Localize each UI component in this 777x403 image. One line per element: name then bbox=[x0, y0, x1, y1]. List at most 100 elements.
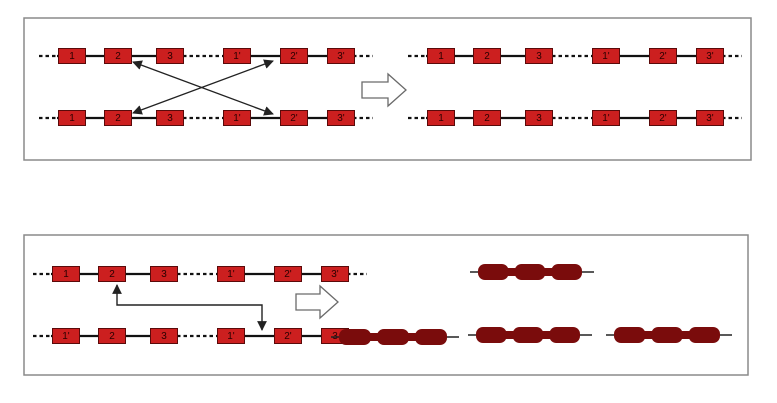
gene-label: 3' bbox=[337, 51, 345, 62]
gene-label: 3 bbox=[167, 51, 173, 62]
gene-box bbox=[98, 266, 126, 282]
gene-label: 2 bbox=[109, 269, 115, 280]
product-linker bbox=[369, 333, 379, 341]
gene-label: 2' bbox=[659, 113, 667, 124]
gene-label: 2 bbox=[115, 51, 121, 62]
product-gene-blob bbox=[614, 327, 646, 343]
gene-box bbox=[280, 110, 308, 126]
product-gene-blob bbox=[514, 264, 546, 280]
gene-label: 3 bbox=[536, 113, 542, 124]
product-gene-blob bbox=[688, 327, 720, 343]
chromosome-row: 1 2 3 1' 2' 3' bbox=[33, 266, 367, 282]
product-linker bbox=[541, 331, 552, 339]
process-arrow-top bbox=[361, 72, 407, 108]
gene-label: 3 bbox=[167, 113, 173, 124]
gene-box bbox=[327, 48, 355, 64]
product-gene-blob bbox=[651, 327, 683, 343]
gene-box bbox=[473, 48, 501, 64]
gene-box bbox=[427, 48, 455, 64]
process-arrow-bottom bbox=[295, 284, 339, 320]
gene-label: 1' bbox=[62, 331, 70, 342]
gene-label: 2' bbox=[290, 113, 298, 124]
product-gene-blob bbox=[377, 329, 409, 345]
gene-box bbox=[104, 110, 132, 126]
gene-label: 2' bbox=[284, 269, 292, 280]
gene-label: 1 bbox=[63, 269, 69, 280]
gene-box bbox=[321, 266, 349, 282]
gene-box bbox=[98, 328, 126, 344]
product-chromosome bbox=[606, 327, 732, 343]
gene-box bbox=[104, 48, 132, 64]
gene-box bbox=[696, 110, 724, 126]
gene-box bbox=[327, 110, 355, 126]
gene-box bbox=[525, 48, 553, 64]
gene-box bbox=[274, 266, 302, 282]
chromosome-row: 1 2 3 1' 2' 3' bbox=[39, 110, 373, 126]
gene-label: 3' bbox=[331, 269, 339, 280]
gene-box bbox=[52, 328, 80, 344]
gene-box bbox=[280, 48, 308, 64]
unequal-crossover-connector bbox=[112, 284, 267, 331]
product-chromosome bbox=[470, 264, 594, 280]
recombinant-products bbox=[331, 264, 732, 345]
product-linker bbox=[407, 333, 417, 341]
product-chromosome bbox=[331, 329, 459, 345]
crossover-arrow-2 bbox=[132, 59, 274, 115]
gene-label: 3' bbox=[706, 113, 714, 124]
top-panel-after-exchange: 1 2 3 1' 2' 3' 1 2 3 1' 2' 3' bbox=[408, 48, 742, 126]
product-gene-blob bbox=[415, 329, 447, 345]
gene-box bbox=[58, 110, 86, 126]
gene-label: 2 bbox=[484, 113, 490, 124]
gene-box bbox=[427, 110, 455, 126]
gene-label: 3 bbox=[536, 51, 542, 62]
gene-label: 3 bbox=[161, 269, 167, 280]
gene-box bbox=[592, 110, 620, 126]
gene-label: 1' bbox=[233, 51, 241, 62]
chromosome-row: 1 2 3 1' 2' 3' bbox=[408, 110, 742, 126]
product-gene-blob bbox=[512, 327, 544, 343]
gene-label: 1 bbox=[69, 51, 75, 62]
gene-label: 2' bbox=[659, 51, 667, 62]
product-linker bbox=[543, 268, 554, 276]
gene-box bbox=[58, 48, 86, 64]
unequal-exchange-arrow bbox=[112, 284, 267, 331]
gene-label: 3' bbox=[337, 113, 345, 124]
product-chromosome bbox=[468, 327, 592, 343]
chromosome-row: 1 2 3 1' 2' 3' bbox=[408, 48, 742, 64]
gene-box bbox=[649, 48, 677, 64]
product-linker bbox=[504, 331, 515, 339]
gene-box bbox=[473, 110, 501, 126]
product-linker bbox=[643, 331, 654, 339]
product-gene-blob bbox=[549, 327, 580, 343]
gene-label: 1 bbox=[69, 113, 75, 124]
gene-box bbox=[592, 48, 620, 64]
gene-label: 1' bbox=[227, 269, 235, 280]
product-linker bbox=[506, 268, 517, 276]
gene-label: 3' bbox=[706, 51, 714, 62]
gene-label: 1' bbox=[602, 113, 610, 124]
gene-box bbox=[525, 110, 553, 126]
gene-label: 1' bbox=[227, 331, 235, 342]
gene-label: 2 bbox=[115, 113, 121, 124]
product-gene-blob bbox=[478, 264, 509, 280]
gene-label: 3 bbox=[161, 331, 167, 342]
gene-label: 2' bbox=[284, 331, 292, 342]
gene-label: 1 bbox=[438, 51, 444, 62]
gene-box bbox=[217, 266, 245, 282]
gene-box bbox=[696, 48, 724, 64]
exchange-arrows bbox=[132, 59, 274, 116]
gene-label: 2' bbox=[290, 51, 298, 62]
gene-box bbox=[52, 266, 80, 282]
gene-label: 2 bbox=[109, 331, 115, 342]
gene-box bbox=[274, 328, 302, 344]
gene-label: 2 bbox=[484, 51, 490, 62]
gene-box bbox=[649, 110, 677, 126]
product-linker bbox=[680, 331, 691, 339]
product-gene-blob bbox=[551, 264, 582, 280]
gene-label: 1' bbox=[602, 51, 610, 62]
gene-label: 1' bbox=[233, 113, 241, 124]
product-gene-blob bbox=[339, 329, 371, 345]
product-gene-blob bbox=[476, 327, 507, 343]
gene-label: 1 bbox=[438, 113, 444, 124]
